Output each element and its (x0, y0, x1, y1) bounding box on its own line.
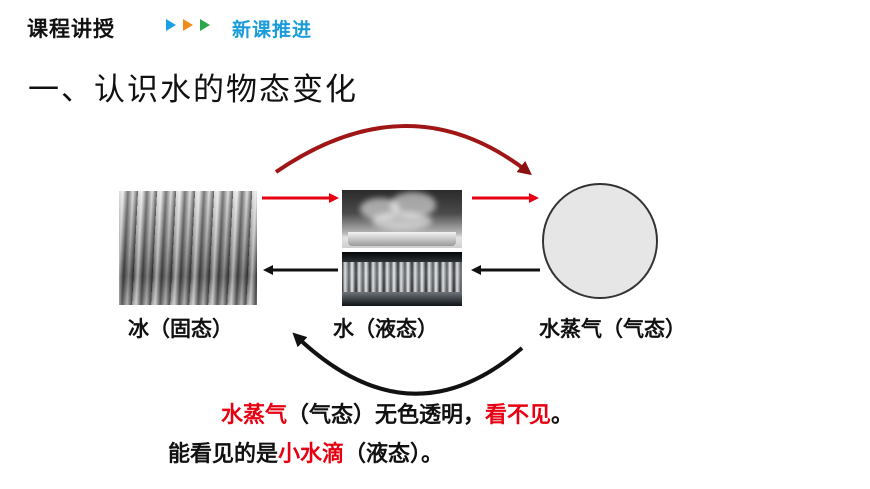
vapor-term: 水蒸气 (221, 403, 288, 428)
vapor-note-line1: 水蒸气（气态）无色透明，看不见。 (221, 397, 573, 429)
header-triangles (166, 19, 210, 31)
line1-end: 。 (551, 403, 574, 428)
droplets-state: （液态）。 (344, 442, 444, 467)
triangle-icon (200, 19, 210, 31)
triangle-icon (183, 19, 193, 31)
water-vapor-circle (542, 183, 658, 299)
visible-intro: 能看见的是 (168, 442, 279, 467)
vapor-description: （气态）无色透明， (287, 403, 486, 428)
vapor-note-line2: 能看见的是小水滴（液态）。 (168, 436, 443, 468)
deposition-arrow (292, 332, 524, 396)
ice-state-label: 冰（固态） (128, 317, 233, 341)
waterfall-image (342, 252, 462, 306)
water-state-label: 水（液态） (333, 317, 438, 341)
sublimation-arrow (274, 124, 532, 176)
vapor-state-label: 水蒸气（气态） (539, 317, 686, 341)
ice-image (119, 191, 257, 305)
section-title: 一、认识水的物态变化 (28, 72, 358, 108)
droplets-term: 小水滴 (278, 442, 345, 467)
steaming-water-image (342, 190, 462, 248)
header-title: 课程讲授 (27, 17, 115, 41)
triangle-icon (166, 19, 176, 31)
invisible-term: 看不见 (485, 403, 552, 428)
header-subtitle: 新课推进 (232, 19, 313, 41)
